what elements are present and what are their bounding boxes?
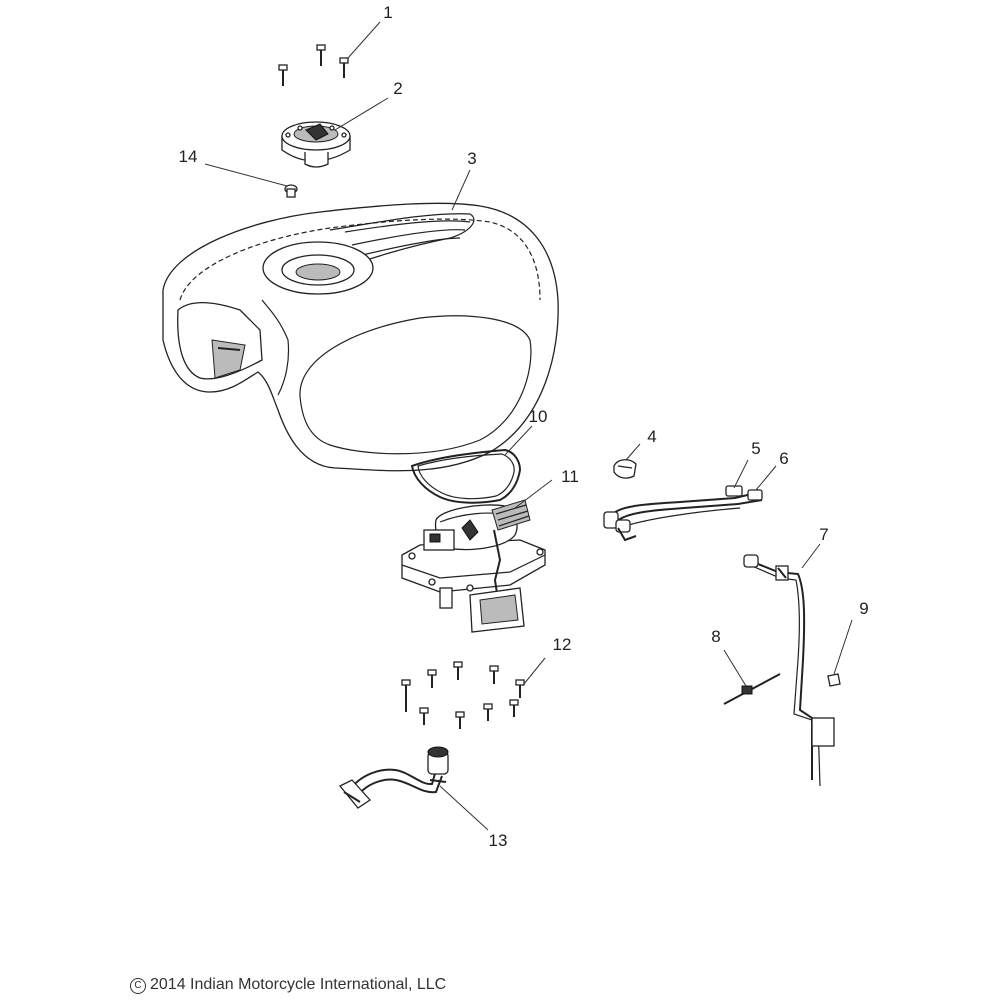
screw-1b	[316, 44, 326, 66]
callout-8: 8	[711, 627, 720, 646]
screw-12a	[401, 679, 411, 712]
part-12-screws: 12	[401, 635, 572, 729]
screw-12g	[455, 711, 465, 729]
callout-2: 2	[393, 79, 402, 98]
callout-7: 7	[819, 525, 828, 544]
copyright-text: 2014 Indian Motorcycle International, LL…	[150, 976, 447, 993]
part-3-fuel-tank: 3	[162, 149, 559, 472]
callout-1: 1	[383, 3, 392, 22]
leader-4	[625, 443, 641, 461]
screw-12c	[453, 661, 463, 680]
screw-12d	[489, 665, 499, 684]
part-11-fuel-pump: 11	[401, 467, 579, 633]
leader-3	[451, 169, 471, 211]
part-13-fuel-line: 13	[338, 746, 508, 850]
part-4-fitting: 4	[613, 427, 657, 479]
callout-11: 11	[561, 467, 579, 486]
screw-12f	[419, 707, 429, 725]
callout-5: 5	[751, 439, 760, 458]
part-8-tie-strap: 8	[711, 627, 781, 705]
callout-9: 9	[859, 599, 868, 618]
screw-12i	[509, 699, 519, 717]
part-14-fitting: 14	[179, 147, 298, 198]
callout-14: 14	[179, 147, 198, 166]
part-2-fuel-cap: 2	[281, 79, 403, 168]
screw-1c	[339, 57, 349, 78]
leader-8	[723, 649, 747, 687]
callout-3: 3	[467, 149, 476, 168]
callout-10: 10	[529, 407, 548, 426]
copyright-symbol: C	[130, 978, 146, 994]
callout-6: 6	[779, 449, 788, 468]
part-6-clamp: 6	[747, 449, 789, 501]
screw-12h	[483, 703, 493, 721]
leader-11	[514, 479, 553, 509]
screw-12e	[515, 679, 525, 698]
part-5-hose: 5	[603, 439, 763, 542]
leader-6	[755, 465, 777, 491]
callout-12: 12	[553, 635, 572, 654]
part-1-screws: 1	[278, 3, 393, 86]
leader-7	[801, 543, 821, 569]
leader-9	[833, 619, 853, 675]
leader-5	[733, 459, 749, 489]
callout-4: 4	[647, 427, 656, 446]
screw-12b	[427, 669, 437, 688]
part-7-vent-line: 7	[743, 525, 835, 787]
part-9-clip: 9	[827, 599, 869, 687]
leader-13	[439, 785, 489, 831]
leader-12	[523, 657, 546, 685]
callout-13: 13	[489, 831, 508, 850]
leader-2	[334, 97, 389, 131]
screw-1a	[278, 64, 288, 86]
leader-1	[347, 21, 381, 59]
leader-14	[204, 163, 288, 187]
part-10-gasket: 10	[410, 407, 548, 504]
leader-10	[504, 425, 533, 456]
